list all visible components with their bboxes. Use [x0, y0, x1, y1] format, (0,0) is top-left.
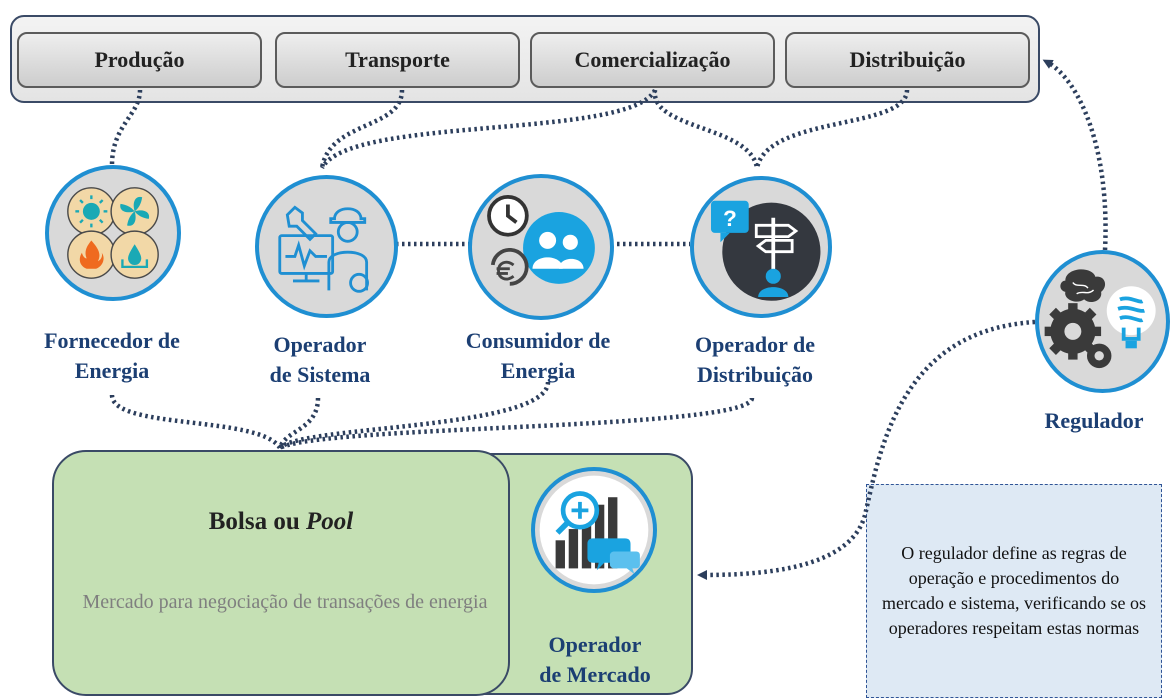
regulador-label: Regulador — [1044, 408, 1144, 433]
link-operador-sistema-pool — [277, 397, 321, 449]
regulation-gears-icon — [1044, 269, 1156, 369]
regulador-note: O regulador define as regras de operação… — [866, 484, 1162, 698]
operador-distribuicao-label: Operador de Distribuição — [695, 332, 815, 387]
energy-sources-icon — [67, 187, 159, 279]
operador-mercado-label: Operador de Mercado — [539, 632, 651, 687]
regulador-note-text: O regulador define as regras de operação… — [882, 543, 1146, 638]
technician-icon — [278, 205, 369, 293]
sector-transporte[interactable]: Transporte — [275, 32, 520, 88]
sector-producao-label: Produção — [94, 47, 185, 72]
operador-sistema-label: Operador de Sistema — [269, 332, 371, 387]
operador-sistema-node[interactable] — [255, 175, 398, 318]
sector-comercializacao[interactable]: Comercialização — [530, 32, 775, 88]
sector-distribuicao[interactable]: Distribuição — [785, 32, 1030, 88]
link-regulador-distribuicao — [1042, 59, 1108, 251]
fornecedor-node[interactable] — [45, 165, 181, 301]
consumidor-label: Consumidor de Energia — [465, 328, 611, 383]
sector-transporte-label: Transporte — [345, 47, 450, 72]
sector-distribuicao-label: Distribuição — [849, 47, 966, 72]
market-analytics-icon — [539, 475, 649, 585]
operador-mercado-node[interactable] — [531, 467, 657, 593]
link-operador-distribuicao-pool — [278, 396, 755, 451]
consumer-group-icon — [487, 195, 595, 286]
sector-producao[interactable]: Produção — [17, 32, 262, 88]
operador-distribuicao-node[interactable]: ? — [690, 176, 832, 318]
pool-description: Mercado para negociação de transações de… — [82, 591, 488, 613]
link-consumidor-pool — [278, 381, 551, 450]
sector-comercializacao-label: Comercialização — [574, 47, 731, 72]
svg-text:?: ? — [723, 206, 737, 231]
signpost-help-icon: ? — [710, 200, 821, 301]
pool-title: Bolsa ou Pool — [208, 508, 354, 535]
link-fornecedor-pool — [109, 394, 282, 450]
regulador-node[interactable] — [1035, 250, 1170, 393]
pool-panel — [52, 450, 510, 696]
fornecedor-label: Fornecedor de Energia — [44, 328, 180, 383]
consumidor-node[interactable] — [468, 174, 614, 320]
